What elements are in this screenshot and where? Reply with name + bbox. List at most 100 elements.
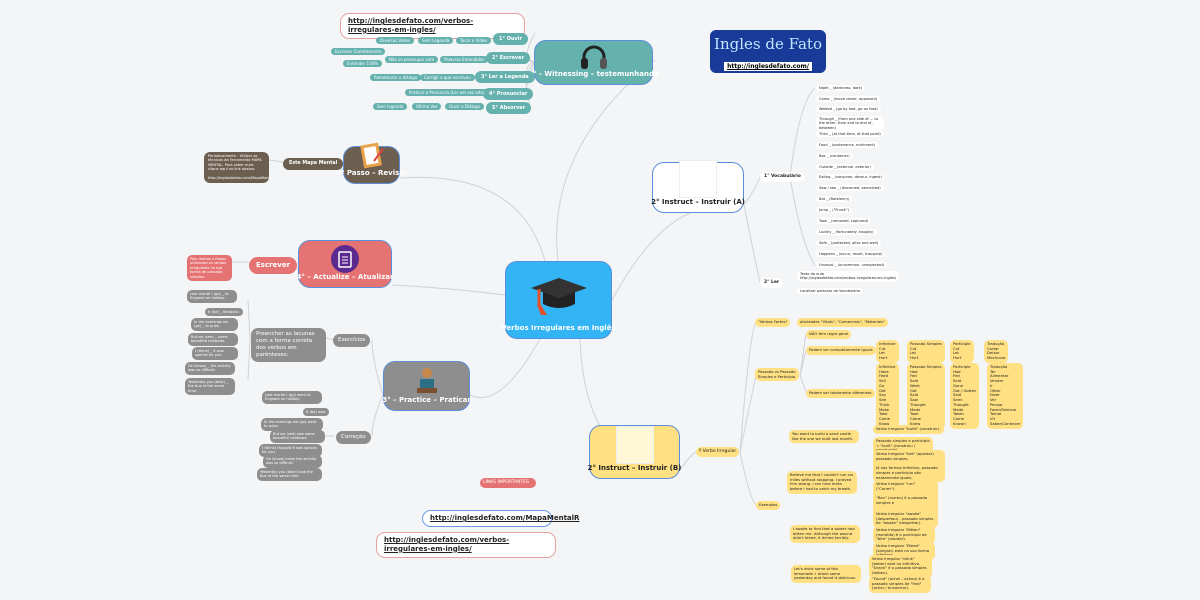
- vocab-item[interactable]: Took _ (removed, captured): [816, 218, 872, 225]
- absorver-item[interactable]: Sem legenda: [373, 103, 408, 110]
- table-iguais-column: Infinitive Cut Let Hurt: [876, 340, 899, 363]
- correction-item[interactable]: Last month I (go) went to England on hol…: [262, 391, 322, 404]
- correction-item[interactable]: It (be) was.: [303, 408, 330, 417]
- exercicios-instruction[interactable]: Preencher as lacunas com a forma correta…: [251, 328, 326, 362]
- example-explanation[interactable]: Verbo irregular "awoke" (despertou) - pa…: [873, 510, 938, 529]
- vocab-item[interactable]: Safe _ (protected, alive and well): [816, 240, 882, 247]
- ler-legenda-item[interactable]: Corrigir o que escreveu: [420, 74, 475, 81]
- url-mapa-mental[interactable]: http://inglesdefato.com/MapaMentalR: [422, 510, 579, 527]
- vocab-item[interactable]: Through _ (from one side of ... to the o…: [816, 116, 884, 132]
- vocab-item[interactable]: Came _ (move closer, approach): [816, 96, 881, 103]
- witnessing-step[interactable]: 2° Escrever: [486, 52, 531, 65]
- vocab-item[interactable]: Eating _ (consume, devour, ingest): [816, 174, 885, 181]
- example-sentence[interactable]: You want to build a sand castle like the…: [789, 430, 859, 444]
- connector: [268, 159, 284, 163]
- exercise-item[interactable]: In the evenings we (go) _ to pubs.: [191, 318, 238, 331]
- correction-item[interactable]: I (think) thought it was special for you…: [259, 444, 322, 457]
- escrever-item[interactable]: Palavras Entendidas: [440, 56, 489, 63]
- este-mapa-mental-node[interactable]: Este Mapa Mental: [283, 158, 344, 170]
- url-verbos-irregulares-bottom[interactable]: http://inglesdefato.com/verbos-irregular…: [376, 532, 556, 558]
- vocab-item[interactable]: Food _ (sustenance, nutriment): [816, 142, 879, 149]
- exemplos-node[interactable]: Exemplos: [756, 501, 781, 510]
- correction-item[interactable]: In the evenings we (go) went to pubs.: [261, 418, 323, 431]
- exercicios-node[interactable]: Exercícios: [333, 334, 371, 347]
- table-iguais-column: Passado Simples Cut Let Hurt: [907, 340, 945, 363]
- absorver-item[interactable]: Ouvir o Diálogo: [445, 103, 484, 110]
- connector: [799, 333, 807, 377]
- vocab-item[interactable]: Night _ (darkness, dark): [816, 85, 866, 92]
- vocab-item[interactable]: Outside _ (external, exterior): [816, 164, 874, 171]
- topic-practice[interactable]: 3° – Practice – Praticar: [382, 361, 471, 411]
- vocab-item[interactable]: Jump _ ("Pnuck"): [816, 207, 853, 214]
- vocab-item[interactable]: Luckily _ (fortunately, happily): [816, 229, 877, 236]
- correction-item[interactable]: But we (see) saw some beautiful rainbows…: [270, 430, 325, 443]
- topic-witnessing[interactable]: 1° - Witnessing – testemunhando: [528, 40, 659, 85]
- example-sentence[interactable]: I awoke to find that a spider had bitten…: [790, 525, 860, 544]
- example-explanation[interactable]: "Found" (achei – achou) é o passado simp…: [869, 575, 931, 594]
- localizar-palavras[interactable]: Localizar palavras do Vocabulário: [797, 288, 864, 295]
- verbos-fortes-node[interactable]: "Verbos Fortes": [755, 318, 791, 327]
- witnessing-step[interactable]: 4° Pronunciar: [483, 88, 534, 101]
- topic-instruct-a[interactable]: 2° Instruct – Instruir (A): [651, 160, 745, 213]
- texto-da-aula[interactable]: Texto da aula http://inglesdefato.com/ve…: [797, 271, 900, 282]
- vocab-item[interactable]: Walked _ (go by foot, go on foot): [816, 106, 881, 113]
- exercise-item[interactable]: Last month I (go) _ to England on holida…: [187, 290, 237, 303]
- example-explanation[interactable]: Verbo irregular "build" (construir).: [873, 425, 944, 434]
- exercise-item[interactable]: I (think) _ it was special for you.: [192, 347, 238, 360]
- vocab-item[interactable]: Then _ (at that time, at that point): [816, 131, 884, 138]
- verbos-fortes-desc[interactable]: atividades "Vitals", "Comerciais", "Mate…: [797, 318, 888, 327]
- verbo-irregular-node[interactable]: ‼ Verbo Irregular: [696, 447, 740, 457]
- vocab-item[interactable]: Bat _ (Bateleury): [816, 196, 853, 203]
- escrever-item[interactable]: Entender 100%: [343, 60, 382, 67]
- example-sentence[interactable]: Let's drink some of this lemonade. I dra…: [791, 565, 861, 584]
- witnessing-step[interactable]: 5° Absorver: [486, 102, 532, 115]
- correction-item[interactable]: Yesterday you (take) took the bus at the…: [257, 468, 322, 481]
- example-explanation[interactable]: Verbo irregular "Bitten" (mordido) é o p…: [873, 526, 935, 545]
- example-explanation[interactable]: Verbo irregular "bet" (apostar) passado …: [873, 450, 945, 483]
- table-diferentes-column: Passado Simples Had Fed Sold Went Got Sa…: [907, 363, 945, 429]
- ouvir-item[interactable]: Diversas Vezes: [376, 37, 415, 44]
- ler-node[interactable]: 2° Ler: [760, 278, 784, 288]
- table-iguais-column: Participle Cut Let Hurt: [950, 340, 974, 363]
- logo-link[interactable]: http://inglesdefato.com/: [724, 62, 812, 71]
- escrever-node[interactable]: Escrever: [249, 257, 298, 274]
- absorver-item[interactable]: Última Vez: [412, 103, 442, 110]
- correction-item[interactable]: He (know) knew the activity was so diffi…: [263, 455, 322, 468]
- exercise-item[interactable]: He (know) _ the activity was so difficul…: [185, 362, 235, 375]
- topic-instruct-b[interactable]: 2° Instruct – Instruir (B): [588, 425, 681, 479]
- escrever-item[interactable]: Escrever Corretamente: [331, 48, 386, 55]
- passado-node[interactable]: Passado vs Passado Simples e Particípio: [755, 368, 799, 382]
- vocabulario-node[interactable]: 1° Vocabulário: [760, 172, 805, 182]
- exercise-item[interactable]: It (be) _ fantastic.: [205, 308, 243, 317]
- mapa-mental-note[interactable]: Periodicamente - Utilizar as técnicas da…: [204, 152, 276, 183]
- ouvir-item[interactable]: Sem Legenda: [418, 37, 454, 44]
- ouvir-item[interactable]: Tocar o Vídeo: [456, 37, 491, 44]
- diferentes-node[interactable]: Podem ser totalmente diferentes: [806, 389, 875, 398]
- witnessing-step[interactable]: 1° Ouvir: [493, 33, 528, 46]
- iguais-node[interactable]: Podem ser completamente iguais: [806, 346, 876, 355]
- connector: [469, 338, 541, 399]
- ler-legenda-item[interactable]: Rememorar o diálogo: [370, 74, 422, 81]
- connector: [789, 87, 816, 177]
- topic-actualize[interactable]: 4° – Actualize – Atualizar: [297, 240, 393, 288]
- escrever-item[interactable]: Não se preocupar com: [385, 56, 439, 63]
- regra-geral-node[interactable]: NÃO tem regra geral: [806, 330, 852, 339]
- witnessing-step[interactable]: 3° Ler a Legenda: [475, 71, 535, 84]
- topic-revisar[interactable]: 5º Passo – Revisar: [336, 142, 407, 184]
- example-sentence[interactable]: Believe me that I couldn't run six miles…: [787, 471, 857, 494]
- vocab-item[interactable]: Saw / see _ (discerned, perceived): [816, 185, 884, 192]
- links-importantes-label: LINKS IMPORTANTES: [480, 478, 536, 488]
- correcao-node[interactable]: Correção: [336, 431, 371, 444]
- escrever-note[interactable]: Pelo menos 4 frases utilizando os verbos…: [187, 255, 232, 282]
- ingles-de-fato-logo[interactable]: Ingles de Fato http://inglesdefato.com/: [710, 30, 826, 73]
- vocab-item[interactable]: Happens _ (occur, result, transpire): [816, 251, 886, 258]
- exercise-item[interactable]: But we (see) _ some beautiful rainbows.: [188, 333, 238, 346]
- connector: [399, 176, 546, 262]
- vocab-item[interactable]: Box _ (container): [816, 153, 853, 160]
- central-topic-verbos-irregulares[interactable]: Verbos Irregulares em Inglês: [501, 261, 616, 339]
- pronunciar-item[interactable]: Praticar a Pronúncia (Ler em voz alta): [405, 89, 489, 96]
- vocab-item[interactable]: Unusual _ (uncommon, unexpected): [816, 262, 888, 269]
- exercise-item[interactable]: Yesterday you (take) _ the bus at the sa…: [185, 378, 235, 396]
- example-explanation[interactable]: Verbo irregular "drink" (beber) está no …: [869, 555, 932, 578]
- connector: [799, 349, 807, 377]
